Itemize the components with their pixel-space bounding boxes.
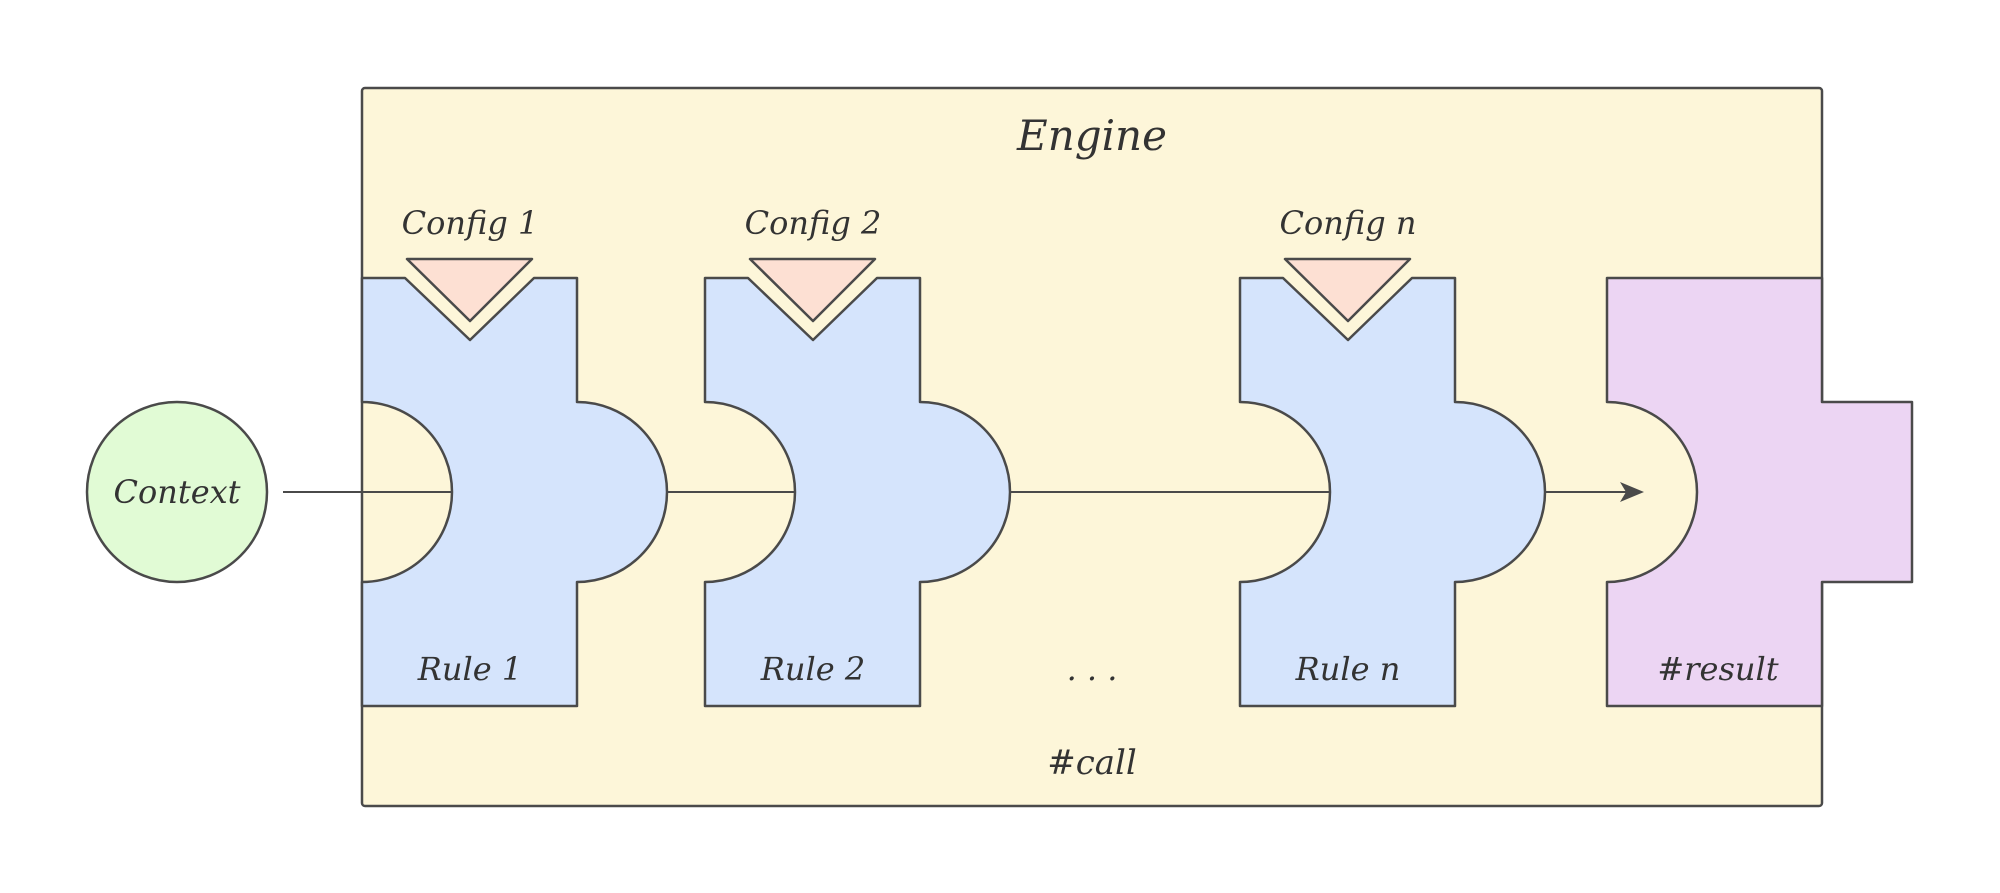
config-n-label: Config n	[1280, 204, 1417, 242]
rule-1-piece	[360, 276, 669, 708]
config-2-label: Config 2	[745, 204, 882, 242]
rule-2-label: Rule 2	[760, 650, 865, 688]
result-piece	[1605, 276, 1914, 708]
result: #result	[1605, 276, 1914, 708]
rule-n: Config n Rule n	[1238, 204, 1547, 708]
config-1-triangle	[405, 257, 534, 323]
config-1-label: Config 1	[402, 204, 539, 242]
engine-footer-label: #call	[1047, 743, 1137, 783]
rule-2-piece	[703, 276, 1012, 708]
rule-1: Config 1 Rule 1	[360, 204, 669, 708]
rule-1-label: Rule 1	[417, 650, 522, 688]
rule-2: Config 2 Rule 2	[703, 204, 1012, 708]
rules-ellipsis: . . .	[1067, 650, 1118, 688]
config-2-triangle	[748, 257, 877, 323]
context-node	[85, 400, 269, 584]
config-n-triangle	[1283, 257, 1412, 323]
context-label: Context	[113, 473, 240, 511]
rule-n-label: Rule n	[1295, 650, 1401, 688]
engine-title: Engine	[1016, 111, 1167, 160]
result-label: #result	[1657, 650, 1778, 688]
rule-n-piece	[1238, 276, 1547, 708]
